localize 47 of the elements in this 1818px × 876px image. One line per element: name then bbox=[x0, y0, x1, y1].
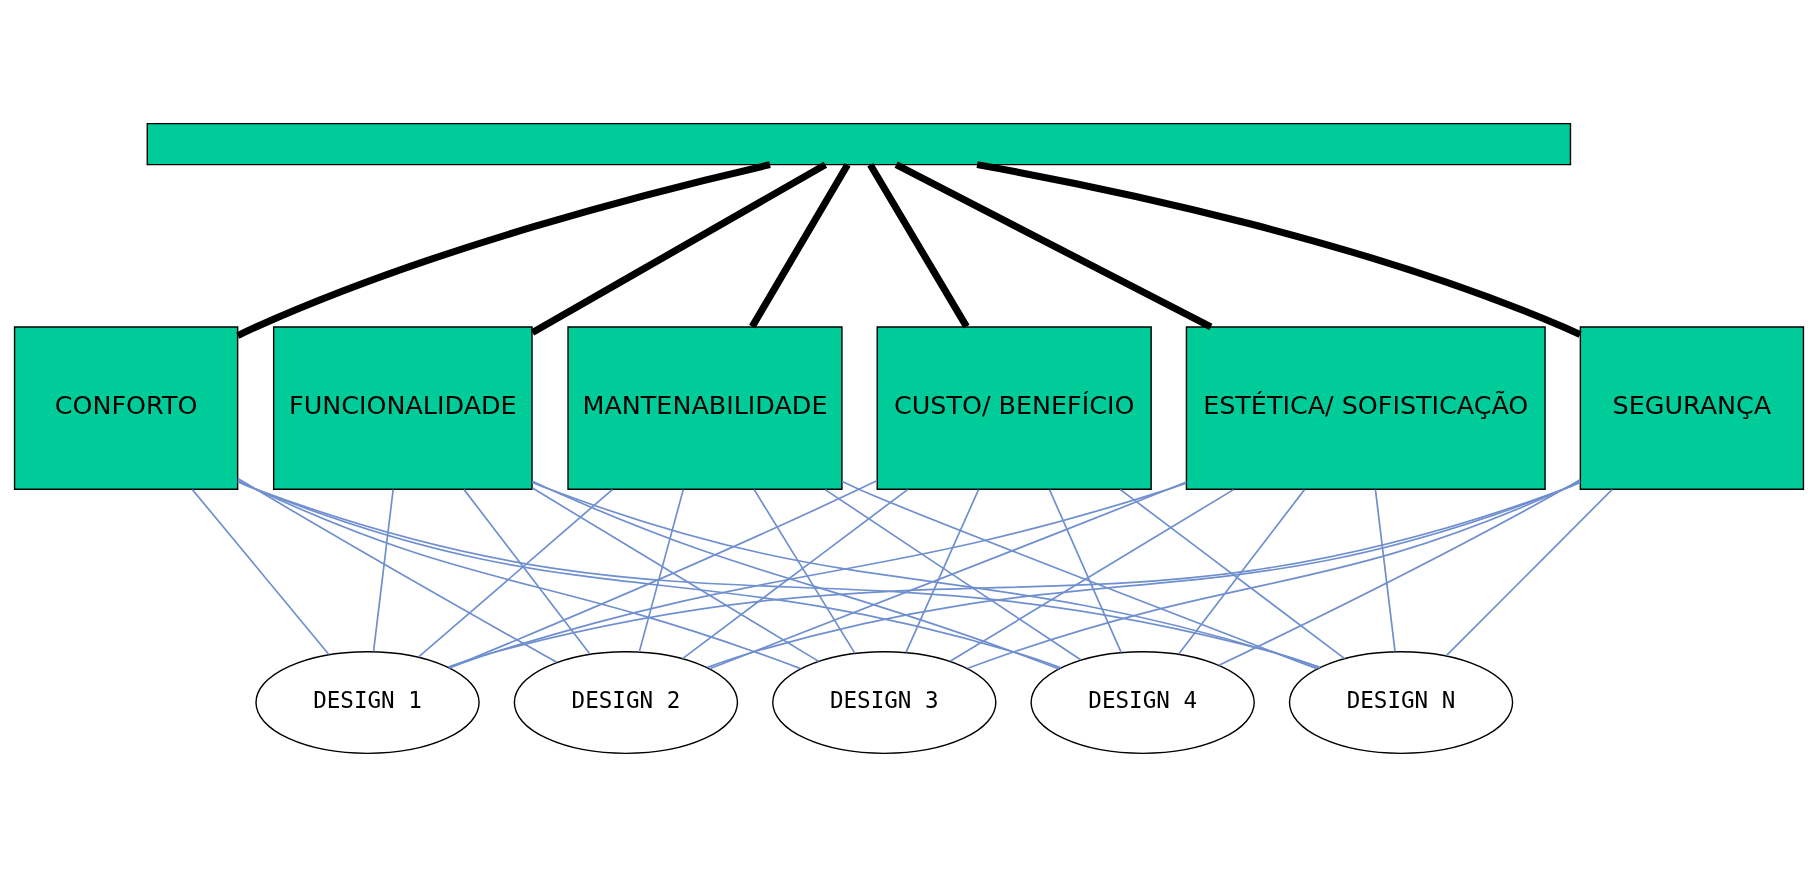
connector bbox=[531, 480, 1321, 669]
connector bbox=[824, 488, 1082, 661]
node-box: SEGURANÇA bbox=[1579, 325, 1805, 490]
connector bbox=[237, 477, 558, 663]
connector bbox=[236, 480, 1321, 668]
connector bbox=[708, 480, 1188, 670]
node-box: CUSTO/ BENEFÍCIO bbox=[876, 325, 1152, 490]
connector bbox=[894, 161, 1213, 330]
connector bbox=[531, 486, 820, 662]
node-ellipse: DESIGN 3 bbox=[772, 650, 997, 754]
connector bbox=[237, 479, 802, 669]
connector bbox=[1218, 478, 1581, 666]
connector bbox=[638, 488, 685, 653]
connector bbox=[949, 488, 1235, 662]
connector bbox=[841, 480, 1318, 670]
connector bbox=[191, 488, 330, 655]
connector bbox=[1048, 488, 1122, 653]
node-ellipse: DESIGN N bbox=[1288, 650, 1514, 754]
connector bbox=[681, 488, 909, 659]
connector bbox=[531, 480, 1060, 670]
connector bbox=[463, 488, 591, 655]
connector bbox=[236, 160, 771, 339]
connector bbox=[1177, 488, 1306, 655]
node-ellipse: DESIGN 4 bbox=[1030, 650, 1255, 754]
connector bbox=[753, 488, 856, 654]
connector bbox=[976, 160, 1582, 338]
node-box: CONFORTO bbox=[13, 325, 239, 490]
connector bbox=[447, 481, 1581, 668]
connector bbox=[1445, 488, 1613, 657]
node-ellipse: DESIGN 1 bbox=[255, 650, 480, 754]
connector bbox=[237, 480, 1062, 669]
node-box bbox=[146, 122, 1572, 165]
connector bbox=[530, 161, 828, 336]
connector bbox=[417, 488, 614, 658]
connector bbox=[1119, 488, 1346, 659]
connector bbox=[905, 488, 980, 653]
node-box: ESTÉTICA/ SOFISTICAÇÃO bbox=[1185, 325, 1546, 490]
node-ellipse: DESIGN 2 bbox=[513, 650, 739, 754]
node-box: FUNCIONALIDADE bbox=[272, 325, 533, 490]
connector bbox=[966, 480, 1581, 669]
connector bbox=[372, 488, 394, 652]
connector bbox=[706, 480, 1582, 668]
node-box: MANTENABILIDADE bbox=[567, 325, 843, 490]
connector bbox=[1374, 488, 1396, 652]
connector bbox=[749, 162, 851, 328]
connector bbox=[448, 481, 1188, 669]
connector bbox=[867, 162, 970, 328]
